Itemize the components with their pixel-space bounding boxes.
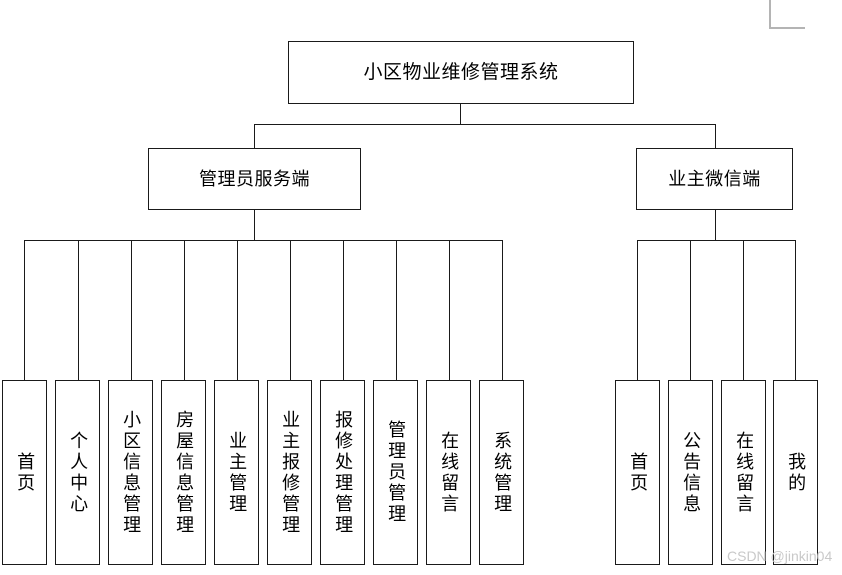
leaf-node-admin-9-label: 在线留言 — [439, 430, 460, 515]
branch-node-admin-label: 管理员服务端 — [199, 168, 310, 189]
leaf-node-admin-2[interactable]: 个人中心 — [55, 380, 100, 565]
leaf-node-owner-2-label: 公告信息 — [681, 430, 702, 515]
connector-root-stub — [460, 104, 461, 125]
leaf-node-admin-9[interactable]: 在线留言 — [426, 380, 471, 565]
connector-admin-drop-10 — [502, 240, 503, 380]
connector-admin-drop-2 — [78, 240, 79, 380]
connector-level1-drop-right — [715, 124, 716, 149]
leaf-node-owner-4[interactable]: 我的 — [773, 380, 818, 565]
leaf-node-admin-8[interactable]: 管理员管理 — [373, 380, 418, 565]
connector-owner-drop-2 — [690, 240, 691, 380]
connector-owner-stub — [715, 210, 716, 241]
leaf-node-admin-1[interactable]: 首页 — [2, 380, 47, 565]
leaf-node-admin-7[interactable]: 报修处理管理 — [320, 380, 365, 565]
leaf-node-owner-3-label: 在线留言 — [734, 430, 755, 515]
connector-owner-drop-4 — [795, 240, 796, 380]
branch-node-admin[interactable]: 管理员服务端 — [148, 148, 361, 210]
leaf-node-admin-3[interactable]: 小区信息管理 — [108, 380, 153, 565]
leaf-node-admin-10-label: 系统管理 — [492, 430, 513, 515]
leaf-node-admin-1-label: 首页 — [15, 451, 36, 494]
branch-node-owner-label: 业主微信端 — [668, 168, 761, 189]
leaf-node-admin-8-label: 管理员管理 — [386, 420, 407, 525]
connector-admin-drop-9 — [449, 240, 450, 380]
connector-admin-bus — [24, 240, 502, 241]
branch-node-owner[interactable]: 业主微信端 — [636, 148, 793, 210]
leaf-node-owner-1[interactable]: 首页 — [615, 380, 660, 565]
leaf-node-admin-4[interactable]: 房屋信息管理 — [161, 380, 206, 565]
connector-admin-drop-1 — [24, 240, 25, 380]
connector-owner-drop-3 — [743, 240, 744, 380]
connector-level1-drop-left — [254, 124, 255, 149]
root-node[interactable]: 小区物业维修管理系统 — [288, 41, 634, 104]
leaf-node-admin-6[interactable]: 业主报修管理 — [267, 380, 312, 565]
connector-level1-bus — [254, 124, 716, 125]
connector-owner-bus — [637, 240, 796, 241]
connector-admin-drop-3 — [131, 240, 132, 380]
connector-admin-drop-7 — [343, 240, 344, 380]
leaf-node-owner-4-label: 我的 — [786, 451, 807, 494]
watermark-label: CSDN @jinkin04 — [727, 548, 833, 564]
connector-admin-drop-8 — [396, 240, 397, 380]
connector-owner-drop-1 — [637, 240, 638, 380]
leaf-node-admin-5[interactable]: 业主管理 — [214, 380, 259, 565]
leaf-node-admin-4-label: 房屋信息管理 — [174, 409, 195, 536]
root-node-label: 小区物业维修管理系统 — [363, 61, 559, 83]
leaf-node-admin-10[interactable]: 系统管理 — [479, 380, 524, 565]
connector-admin-drop-5 — [237, 240, 238, 380]
corner-artifact — [769, 0, 805, 29]
leaf-node-owner-3[interactable]: 在线留言 — [721, 380, 766, 565]
connector-admin-stub — [254, 210, 255, 241]
leaf-node-admin-6-label: 业主报修管理 — [280, 409, 301, 536]
leaf-node-admin-7-label: 报修处理管理 — [333, 409, 354, 536]
leaf-node-owner-2[interactable]: 公告信息 — [668, 380, 713, 565]
leaf-node-admin-3-label: 小区信息管理 — [121, 409, 142, 536]
leaf-node-admin-5-label: 业主管理 — [227, 430, 248, 515]
leaf-node-owner-1-label: 首页 — [628, 451, 649, 494]
connector-admin-drop-4 — [184, 240, 185, 380]
leaf-node-admin-2-label: 个人中心 — [68, 430, 89, 515]
connector-admin-drop-6 — [290, 240, 291, 380]
